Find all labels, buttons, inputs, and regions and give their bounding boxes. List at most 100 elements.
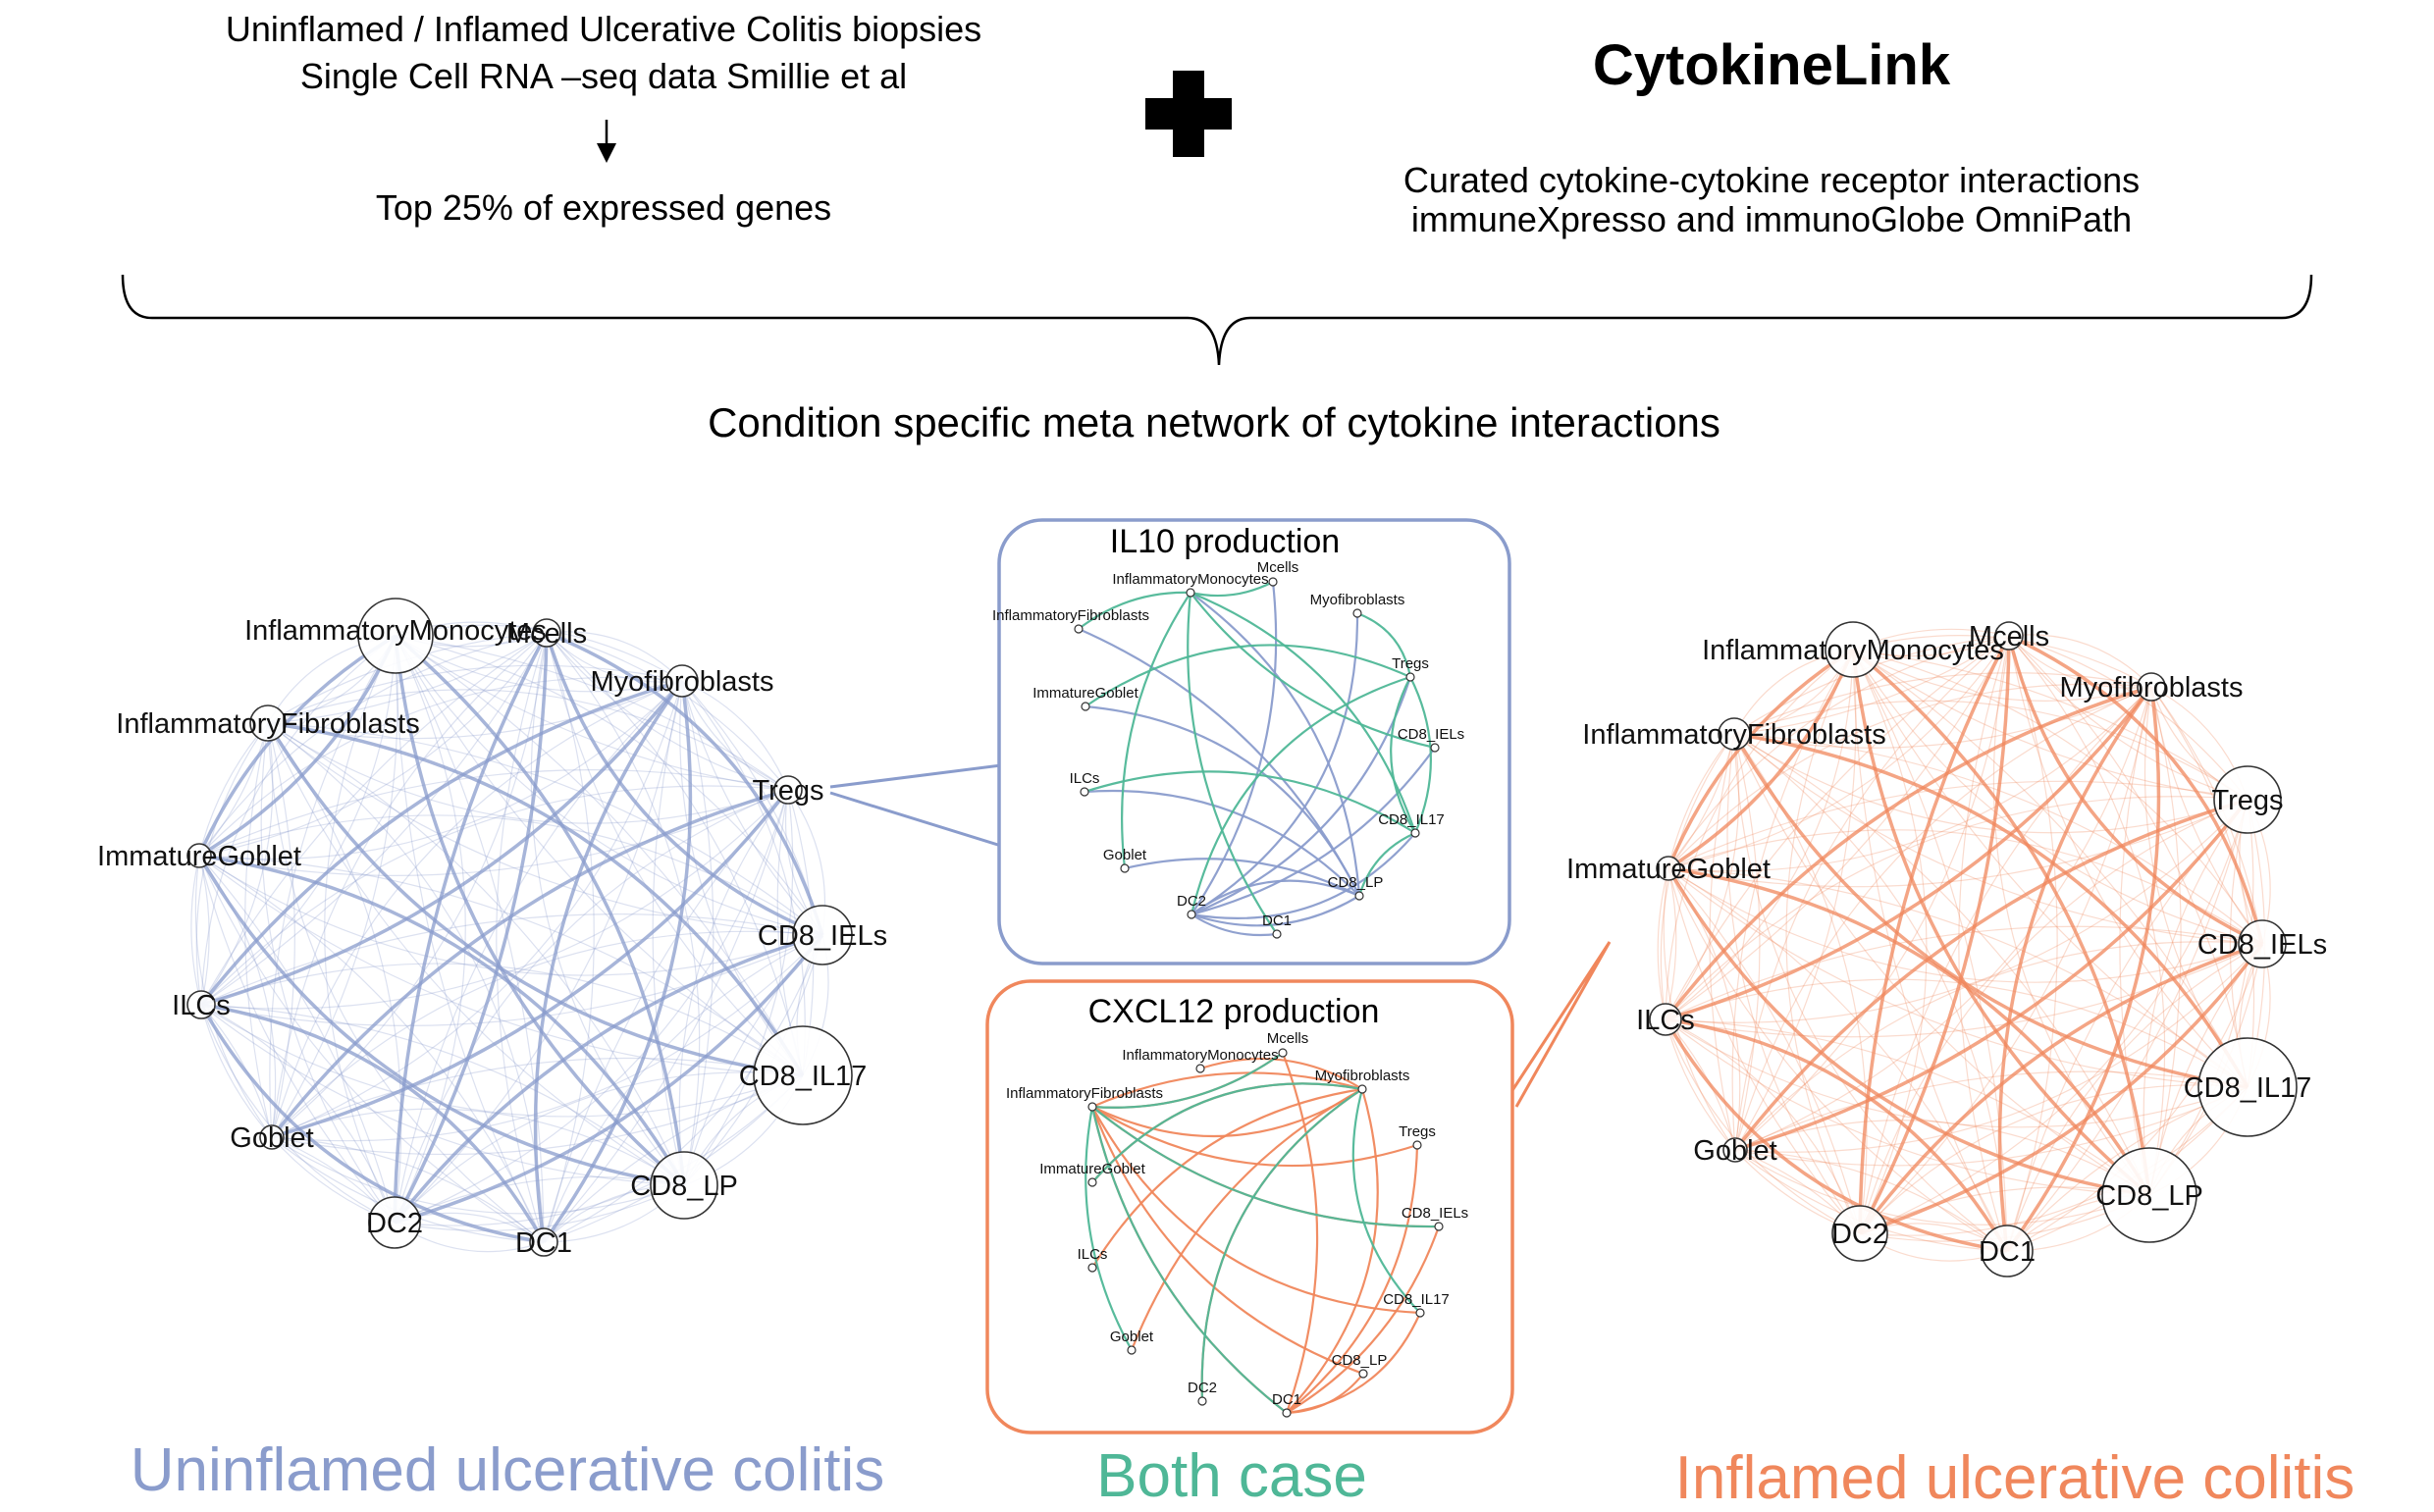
cxcl12-node-myofibroblasts xyxy=(1357,1084,1367,1094)
inflamed-edge xyxy=(1667,799,2249,888)
uninflamed-edge xyxy=(271,1108,685,1186)
uninflamed-node-label: CD8_IELs xyxy=(758,920,887,952)
inflamed-edge xyxy=(1852,649,1928,1234)
uninflamed-node-label: CD8_LP xyxy=(630,1171,738,1202)
uninflamed-edge xyxy=(200,632,548,1006)
uninflamed-edge xyxy=(271,632,548,1138)
uninflamed-edge xyxy=(200,913,823,1006)
uninflamed-edge xyxy=(267,722,402,1224)
uninflamed-label: Uninflamed ulcerative colitis xyxy=(130,1436,885,1504)
cxcl12-edge xyxy=(1091,1082,1363,1183)
il10-edge xyxy=(1078,591,1191,630)
inflamed-callout-line xyxy=(1502,941,1612,1108)
uninflamed-node-immaturegoblet xyxy=(186,843,212,868)
cytokinelink-description: Curated cytokine-cytokine receptor inter… xyxy=(1402,160,2141,200)
inflamed-node-immaturegoblet xyxy=(1656,856,1681,881)
uninflamed-edge xyxy=(200,635,397,1006)
cxcl12-edge xyxy=(1281,1052,1319,1414)
inflamed-edge xyxy=(1665,799,2249,1023)
uninflamed-edge xyxy=(198,769,789,857)
uninflamed-edge xyxy=(198,855,277,1138)
uninflamed-edge xyxy=(546,632,789,791)
il10-node-dc1 xyxy=(1272,929,1282,939)
il10-edge xyxy=(1085,704,1360,897)
uninflamed-edge xyxy=(198,632,548,857)
il10-node-label: DC2 xyxy=(1177,893,1206,910)
inflamed-edge xyxy=(1665,867,1677,1020)
inflamed-node-myofibroblasts xyxy=(2137,672,2166,702)
uninflamed-edge xyxy=(190,855,202,1006)
cxcl12-node-label: ImmatureGoblet xyxy=(1039,1161,1145,1177)
cxcl12-node-label: Goblet xyxy=(1110,1329,1154,1345)
uninflamed-node-label: ILCs xyxy=(172,990,231,1021)
inflamed-node-label: Tregs xyxy=(2211,785,2283,816)
uninflamed-node-ilcs xyxy=(186,990,216,1019)
uninflamed-edge xyxy=(271,1057,804,1138)
inflamed-edge xyxy=(1667,867,1861,1234)
cxcl12-title: CXCL12 production xyxy=(1088,993,1380,1030)
inflamed-edge xyxy=(1858,635,2011,1234)
uninflamed-edge xyxy=(271,1136,685,1215)
inflamed-edge xyxy=(1733,733,2008,1252)
uninflamed-node-label: Goblet xyxy=(230,1122,313,1154)
inflamed-node-label: DC1 xyxy=(1979,1236,2036,1268)
uninflamed-edge xyxy=(533,679,684,1243)
cxcl12-edge xyxy=(1286,1225,1441,1414)
il10-node-ilcs xyxy=(1080,787,1089,797)
il10-node-label: InflammatoryFibroblasts xyxy=(992,607,1149,624)
cxcl12-node-dc2 xyxy=(1197,1396,1207,1406)
uninflamed-edge xyxy=(395,635,545,1243)
il10-title: IL10 production xyxy=(1110,523,1340,560)
uninflamed-edge xyxy=(198,680,683,860)
inflamed-node-label: Goblet xyxy=(1693,1135,1776,1167)
inflamed-edge xyxy=(1665,978,2249,1088)
uninflamed-edge xyxy=(543,789,789,1243)
inflamed-edge xyxy=(1734,798,2249,1152)
inflamed-edge xyxy=(2008,635,2249,801)
inflamed-node-label: DC2 xyxy=(1831,1219,1888,1250)
uninflamed-edge xyxy=(200,1004,396,1224)
inflamed-node-tregs xyxy=(2213,765,2282,834)
inflamed-edge xyxy=(1667,648,1854,869)
inflamed-node-cd8-iels xyxy=(2238,919,2287,968)
cxcl12-node-ilcs xyxy=(1087,1263,1097,1273)
uninflamed-edges xyxy=(190,621,829,1253)
down-arrow-icon xyxy=(597,120,616,163)
uninflamed-edge xyxy=(267,722,295,1138)
uninflamed-edge xyxy=(393,632,549,1224)
inflamed-edge xyxy=(1733,733,2263,945)
cxcl12-node-inflammatorymonocytes xyxy=(1195,1064,1205,1073)
cxcl12-node-tregs xyxy=(1412,1140,1422,1150)
inflamed-edge xyxy=(1732,733,2249,1089)
uninflamed-edge xyxy=(394,635,466,1224)
uninflamed-edge xyxy=(267,632,548,724)
uninflamed-edge xyxy=(267,721,805,1076)
uninflamed-node-cd8-il17 xyxy=(753,1025,853,1125)
inflamed-edge xyxy=(1667,733,1735,869)
inflamed-edge xyxy=(1665,1018,1736,1151)
uninflamed-edge xyxy=(393,933,823,1225)
uninflamed-node-myofibroblasts xyxy=(665,664,699,698)
cxcl12-edge xyxy=(1286,1144,1419,1414)
il10-edge xyxy=(1190,591,1417,834)
il10-edge xyxy=(1084,770,1416,834)
uninflamed-edge xyxy=(271,635,398,1138)
uninflamed-edge xyxy=(496,632,548,1243)
uninflamed-edge xyxy=(197,855,685,1187)
inflamed-edge xyxy=(2008,635,2152,689)
inflamed-edge xyxy=(1665,1017,2009,1252)
uninflamed-edge xyxy=(395,635,545,1243)
uninflamed-edge xyxy=(394,634,686,1186)
uninflamed-edge xyxy=(270,788,789,1139)
il10-node-mcells xyxy=(1268,577,1278,587)
uninflamed-edge xyxy=(395,635,823,936)
inflamed-edge xyxy=(2148,799,2254,1196)
il10-node-myofibroblasts xyxy=(1352,608,1362,618)
inflamed-edge xyxy=(1667,635,2010,869)
inflamed-edge xyxy=(2008,635,2166,1196)
inflamed-edge xyxy=(1657,867,1669,1020)
inflamed-edge xyxy=(1852,649,2249,1088)
inflamed-edge xyxy=(1667,867,1741,1151)
inflamed-edge xyxy=(1733,733,1761,1151)
uninflamed-edge xyxy=(271,680,683,1138)
